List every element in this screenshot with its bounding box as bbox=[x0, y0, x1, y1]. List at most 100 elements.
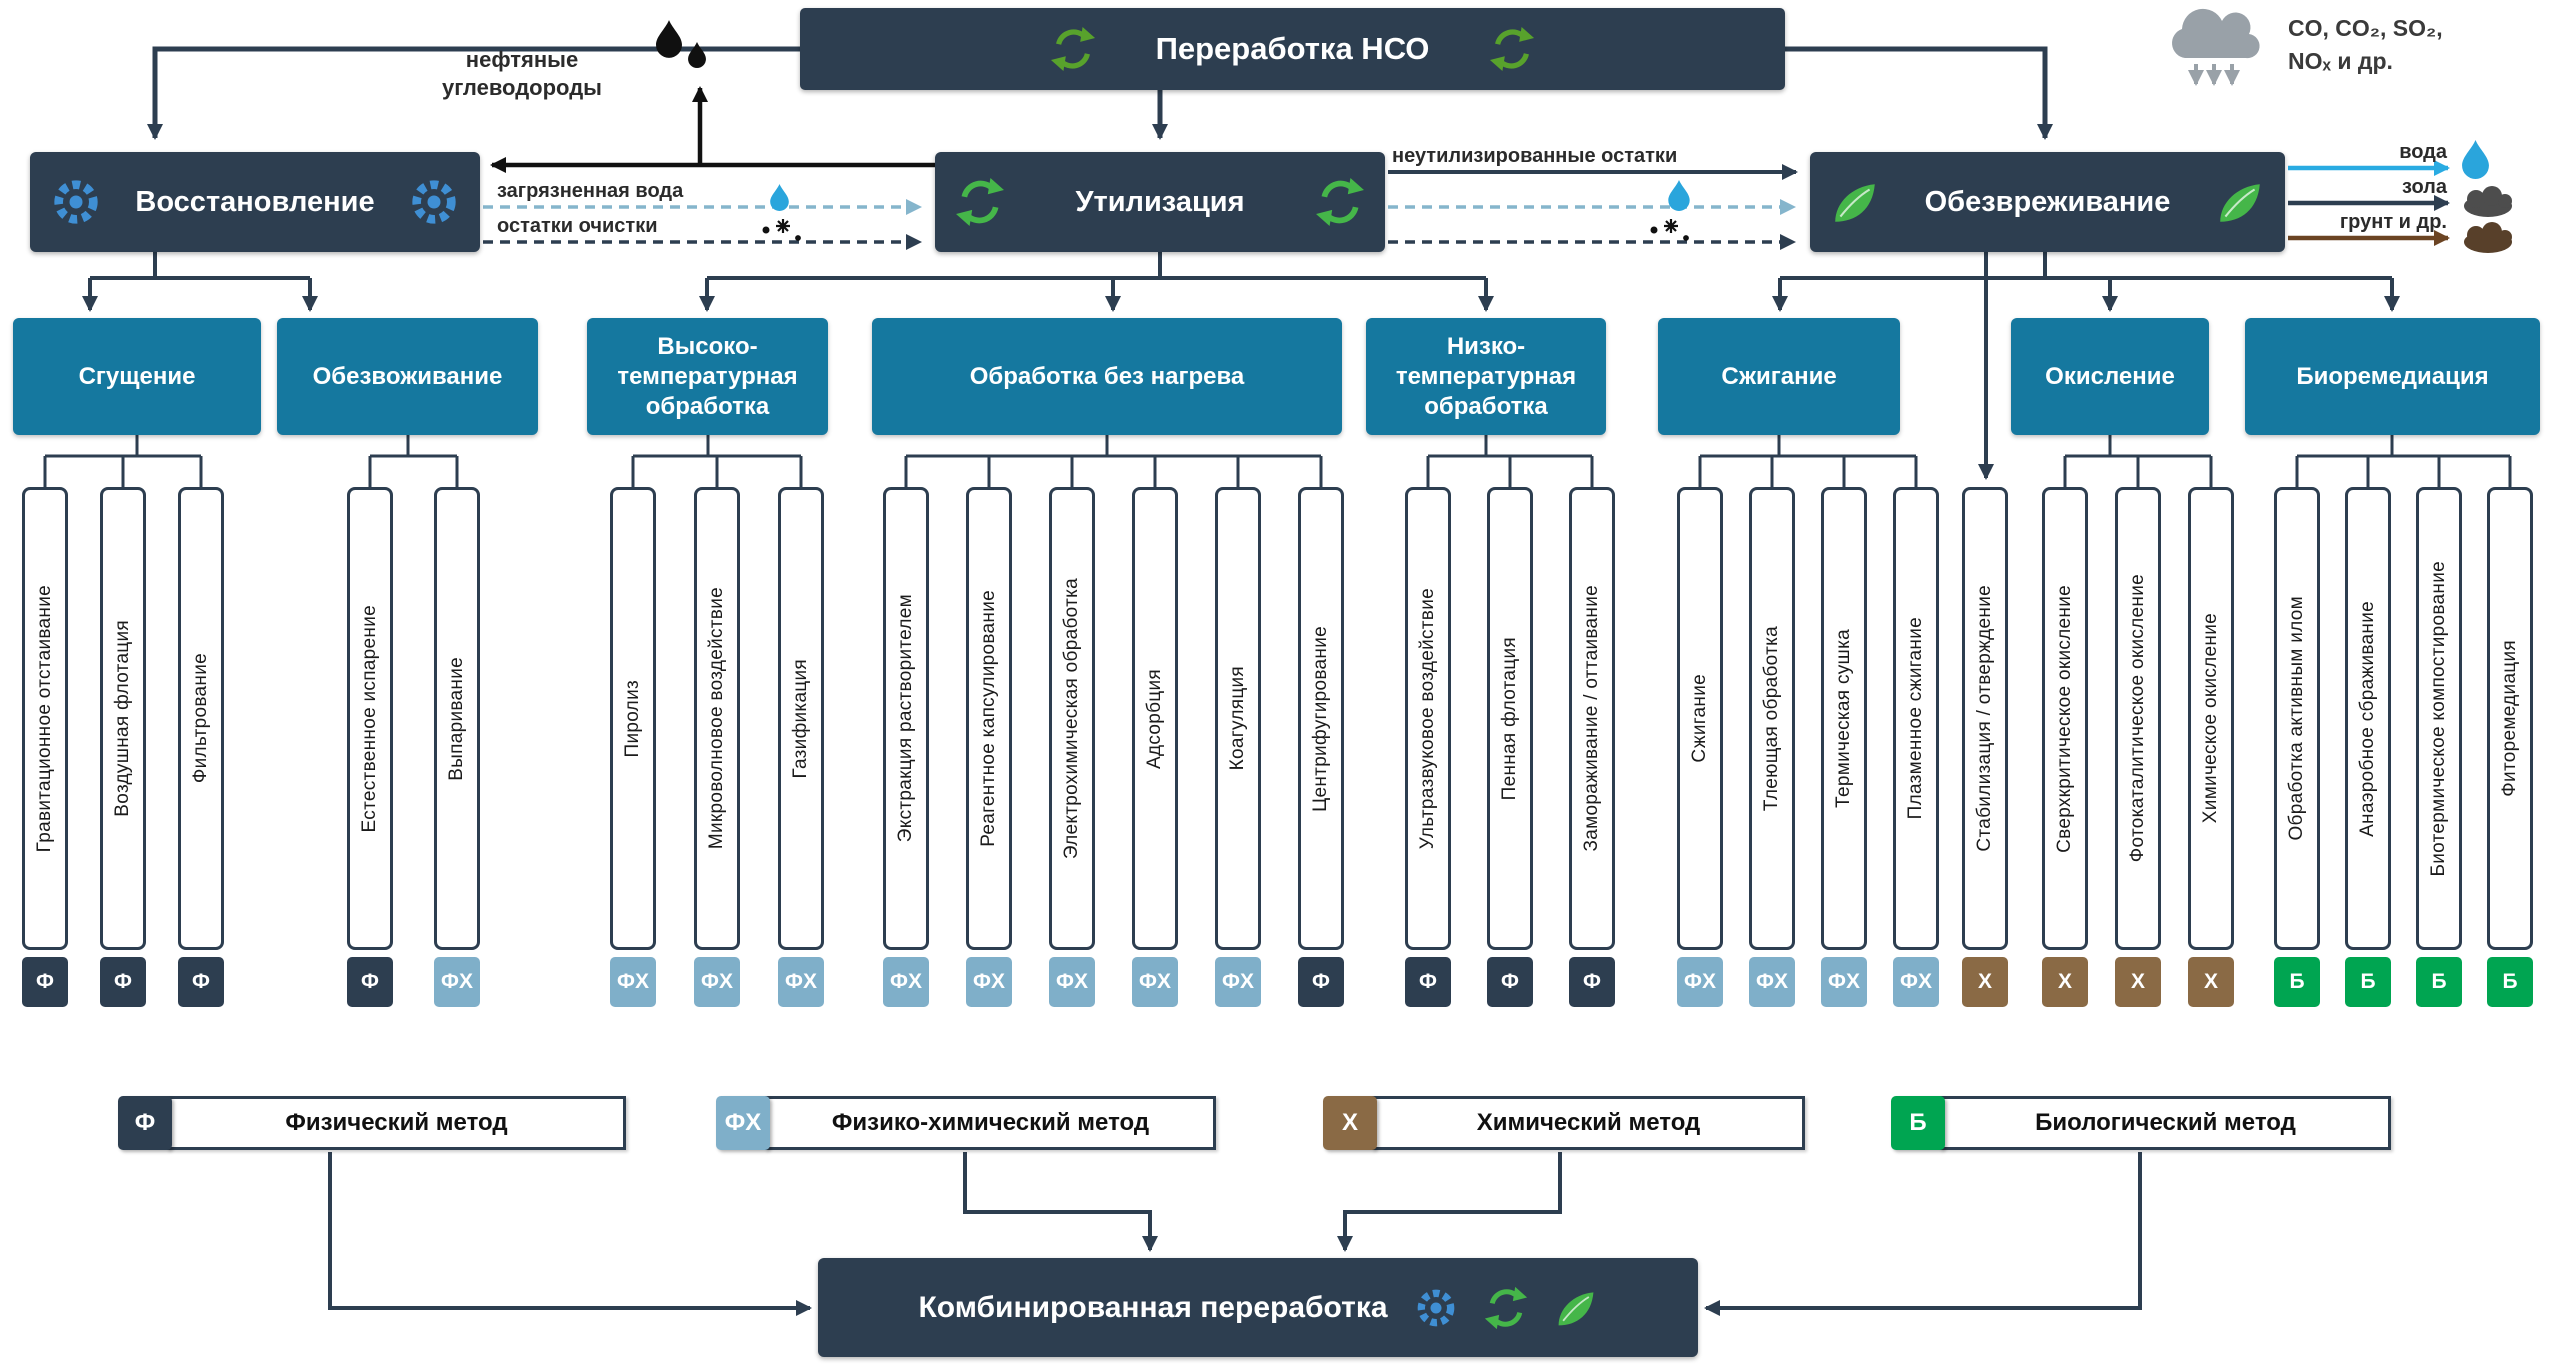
method-label: Воздушная флотация bbox=[112, 620, 133, 817]
stage-recovery: Восстановление bbox=[30, 152, 480, 252]
method-box: Гравитационное отстаивание bbox=[22, 487, 68, 950]
solids-icon bbox=[1650, 219, 1689, 241]
method-label: Адсорбция bbox=[1144, 668, 1165, 769]
method-label: Фотокаталитическое окисление bbox=[2127, 574, 2148, 863]
category-label: Сгущение bbox=[78, 362, 196, 390]
method-box: Реагентное капсулирование bbox=[966, 487, 1012, 950]
method-label: Стабилизация / отверждение bbox=[1974, 585, 1995, 852]
legend-label: Физический метод bbox=[167, 1096, 626, 1150]
method-box: Термическая сушка bbox=[1821, 487, 1867, 950]
water-droplet-icon bbox=[1668, 180, 1690, 211]
recycle-icon bbox=[1489, 26, 1535, 72]
method-tag: Б bbox=[2345, 957, 2391, 1007]
method-tag: Б bbox=[2416, 957, 2462, 1007]
method-label: Коагуляция bbox=[1227, 666, 1248, 771]
method-tag: ФХ bbox=[694, 957, 740, 1007]
method-box: Анаэробное сбраживание bbox=[2345, 487, 2391, 950]
method-box: Пиролиз bbox=[610, 487, 656, 950]
legend-label: Химический метод bbox=[1372, 1096, 1805, 1150]
legend-tag: Ф bbox=[118, 1096, 172, 1150]
category-oxidation: Окисление bbox=[2011, 318, 2209, 435]
method-box: Выпаривание bbox=[434, 487, 480, 950]
method-tag: ФХ bbox=[1749, 957, 1795, 1007]
stage-neutralization-label: Обезвреживание bbox=[1924, 185, 2171, 218]
legend-label: Биологический метод bbox=[1940, 1096, 2391, 1150]
method-tag: Б bbox=[2487, 957, 2533, 1007]
method-box: Сжигание bbox=[1677, 487, 1723, 950]
soil-icon bbox=[2464, 222, 2512, 253]
method-label: Плазменное сжигание bbox=[1905, 617, 1926, 820]
method-label: Ультразвуковое воздействие bbox=[1417, 587, 1438, 850]
method-label: Естественное испарение bbox=[359, 604, 380, 833]
label-contaminated-water: загрязненная вода bbox=[497, 180, 684, 202]
stage-neutralization: Обезвреживание bbox=[1810, 152, 2285, 252]
gear-icon bbox=[50, 176, 102, 228]
header-connectors bbox=[147, 46, 2053, 140]
method-tag: Ф bbox=[1569, 957, 1615, 1007]
category-high-temp: Высоко- температурная обработка bbox=[587, 318, 828, 435]
category-label: Высоко- температурная обработка bbox=[617, 332, 798, 420]
label-ash-output: зола bbox=[2402, 176, 2447, 198]
solids-icon bbox=[762, 219, 801, 241]
method-box: Газификация bbox=[778, 487, 824, 950]
method-tag: Ф bbox=[1487, 957, 1533, 1007]
legend-tag: ФХ bbox=[716, 1096, 770, 1150]
method-label: Сверхкритическое окисление bbox=[2054, 584, 2075, 853]
output-flows bbox=[2288, 160, 2450, 246]
category-label: Сжигание bbox=[1721, 362, 1837, 390]
method-label: Экстракция растворителем bbox=[895, 594, 916, 843]
stage-utilization-label: Утилизация bbox=[1075, 185, 1245, 218]
method-box: Естественное испарение bbox=[347, 487, 393, 950]
method-box: Электрохимическая обработка bbox=[1049, 487, 1095, 950]
method-label: Микроволновое воздействие bbox=[706, 587, 727, 850]
label-oil-hydrocarbons: нефтяные углеводороды bbox=[442, 47, 602, 100]
water-droplet-icon bbox=[2462, 140, 2489, 179]
method-label: Биотермическое компостирование bbox=[2428, 560, 2449, 877]
method-box: Фильтрование bbox=[178, 487, 224, 950]
gear-icon bbox=[1414, 1286, 1458, 1330]
combined-processing: Комбинированная переработка bbox=[818, 1258, 1698, 1357]
method-label: Обработка активным илом bbox=[2286, 596, 2307, 841]
method-tag: Ф bbox=[22, 957, 68, 1007]
category-no-heat: Обработка без нагрева bbox=[872, 318, 1342, 435]
stage-utilization: Утилизация bbox=[935, 152, 1385, 252]
method-tag: ФХ bbox=[1821, 957, 1867, 1007]
method-label: Реагентное капсулирование bbox=[978, 590, 999, 847]
method-tag: Б bbox=[2274, 957, 2320, 1007]
label-soil-output: грунт и др. bbox=[2339, 211, 2447, 233]
method-label: Электрохимическая обработка bbox=[1061, 577, 1082, 860]
method-tag: ФХ bbox=[1215, 957, 1261, 1007]
category-label: Биоремедиация bbox=[2296, 362, 2489, 390]
method-tag: ФХ bbox=[1049, 957, 1095, 1007]
method-box: Плазменное сжигание bbox=[1893, 487, 1939, 950]
emissions-cloud-group bbox=[2172, 8, 2260, 86]
method-label: Пиролиз bbox=[622, 679, 643, 758]
method-tag: Х bbox=[1962, 957, 2008, 1007]
legend-physical: Ф Физический метод bbox=[118, 1096, 626, 1150]
method-box: Биотермическое компостирование bbox=[2416, 487, 2462, 950]
category-thickening: Сгущение bbox=[13, 318, 261, 435]
method-label: Фиторемедиация bbox=[2499, 640, 2520, 797]
category-label: Обработка без нагрева bbox=[969, 362, 1245, 390]
combined-processing-label: Комбинированная переработка bbox=[918, 1290, 1388, 1324]
method-label: Гравитационное отстаивание bbox=[34, 584, 55, 853]
method-tag: ФХ bbox=[1677, 957, 1723, 1007]
emission-arrows bbox=[2188, 64, 2240, 86]
recycle-icon bbox=[955, 177, 1005, 227]
recycle-icon bbox=[1315, 177, 1365, 227]
